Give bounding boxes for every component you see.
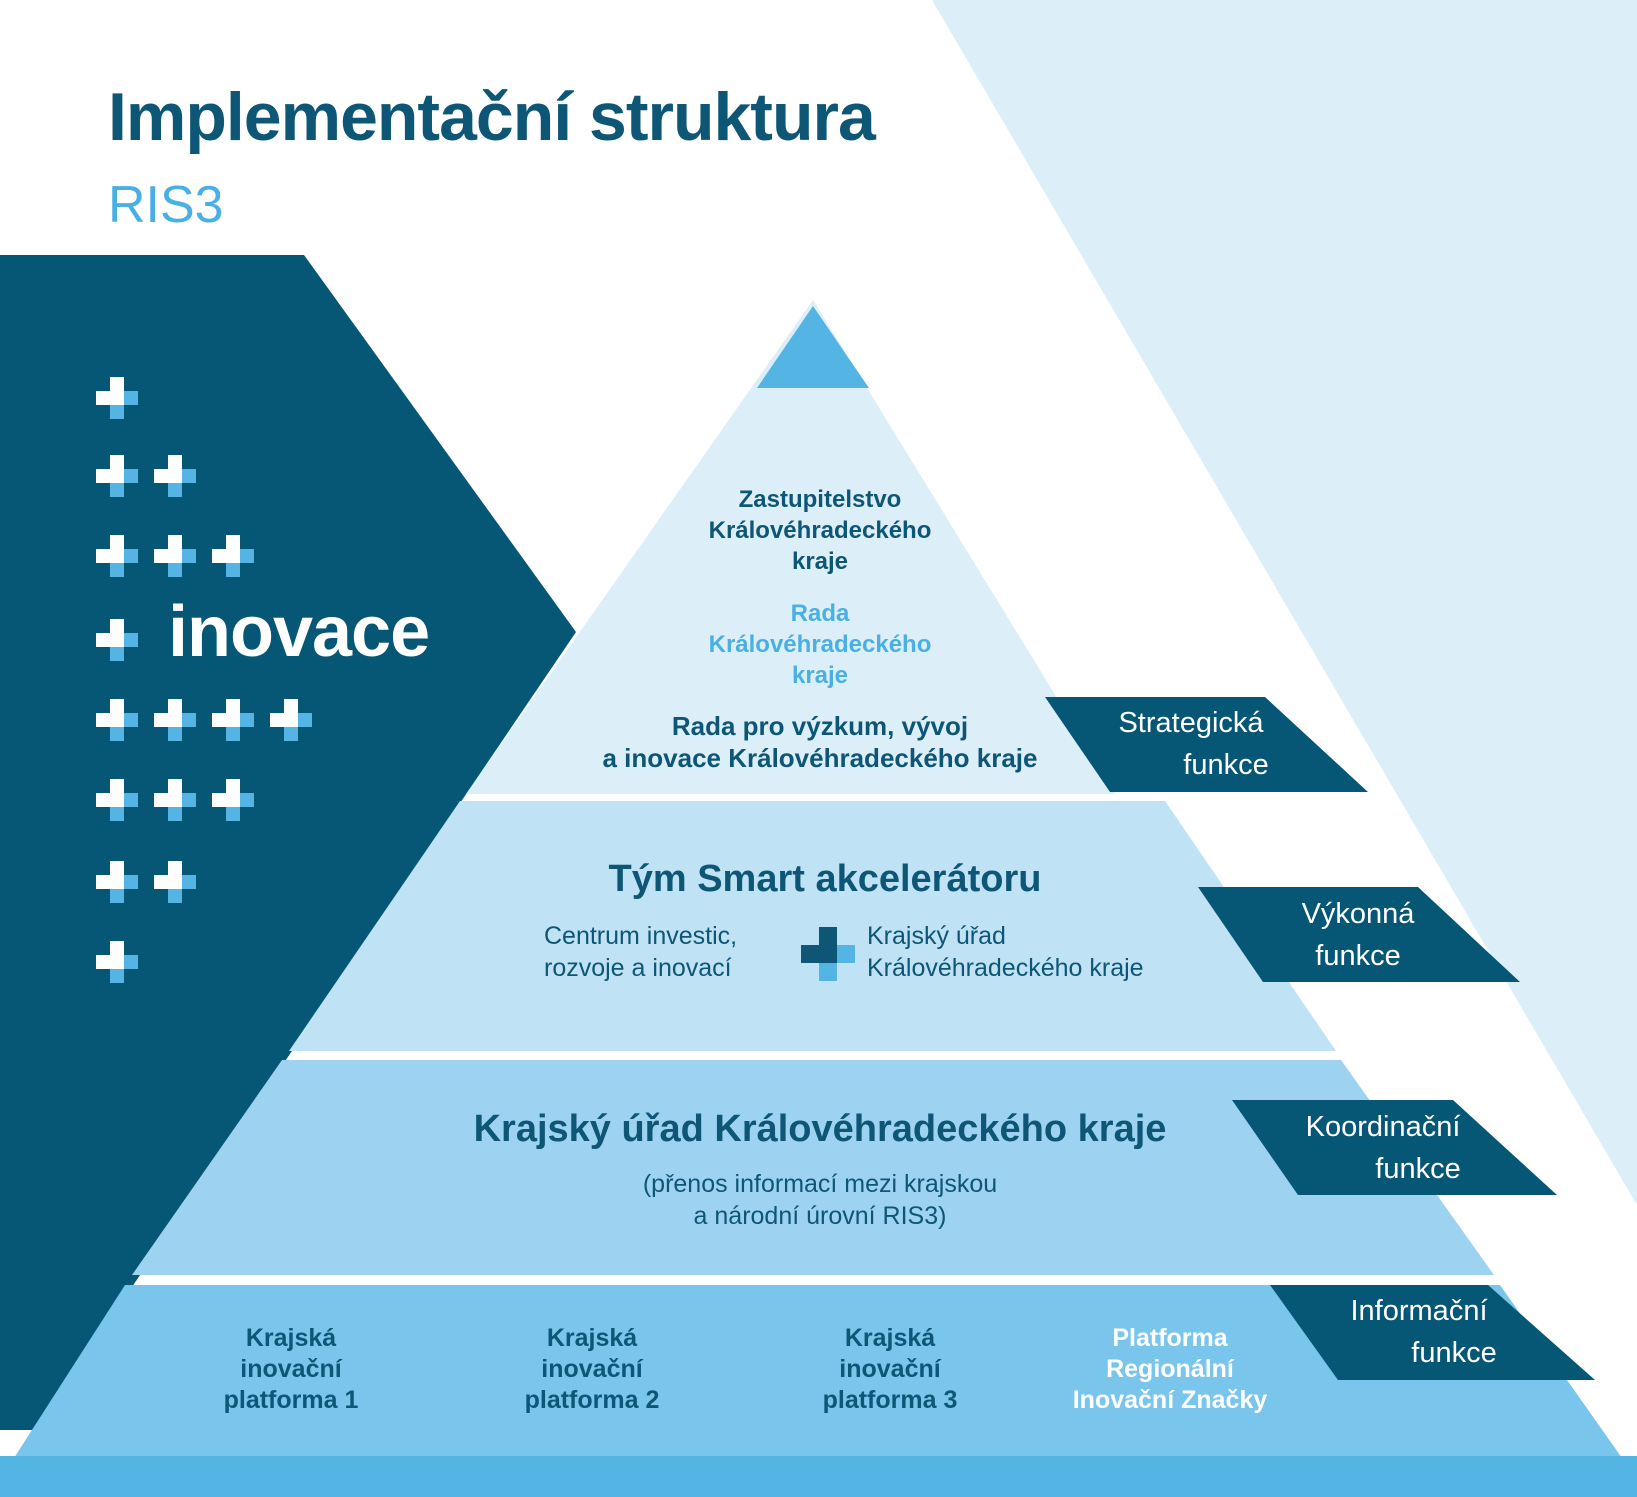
pyramid-tier-executive — [289, 801, 1336, 1051]
text-line: kraje — [791, 548, 849, 575]
text-line: rozvoje a inovací — [544, 954, 732, 982]
plus-icon — [212, 779, 254, 821]
text-line: Královéhradeckého kraje — [867, 954, 1144, 982]
text-line: inovační — [240, 1355, 342, 1383]
text-line: platforma 1 — [223, 1386, 359, 1414]
text-line: Rada pro výzkum, vývoj — [671, 711, 969, 741]
plus-icon — [154, 861, 196, 903]
pyramid-tier-strategic — [466, 300, 1116, 794]
text-line: (přenos informací mezi krajskou — [642, 1170, 998, 1198]
function-tag-information: Informační funkce — [1304, 1290, 1534, 1374]
plus-icon — [96, 619, 138, 661]
plus-icon — [96, 699, 138, 741]
text-line: Královéhradeckého — [708, 631, 932, 658]
text-line: Koordinační — [1305, 1111, 1461, 1143]
plus-icon — [96, 377, 138, 419]
pyramid-tier-coordination — [132, 1060, 1494, 1275]
text-line: kraje — [791, 662, 849, 689]
text-line: funkce — [1183, 749, 1269, 781]
tier-coordination-note: (přenos informací mezi krajskou a národn… — [480, 1168, 1160, 1232]
text-line: funkce — [1375, 1153, 1461, 1185]
function-tag-executive: Výkonná funkce — [1243, 893, 1473, 977]
tier-strategic-council: Rada Královéhradeckého kraje — [540, 598, 1100, 691]
function-tag-coordination: Koordinační funkce — [1268, 1106, 1498, 1190]
text-line: Regionální — [1106, 1355, 1234, 1383]
text-line: funkce — [1315, 940, 1401, 972]
text-line: a inovace Královéhradeckého kraje — [602, 743, 1038, 773]
text-line: inovační — [541, 1355, 643, 1383]
platform-1: Krajská inovační platforma 1 — [161, 1323, 421, 1416]
plus-icon — [96, 455, 138, 497]
text-line: Informační — [1350, 1295, 1488, 1327]
page-subtitle: RIS3 — [108, 176, 224, 234]
tier-executive-right: Krajský úřad Královéhradeckého kraje — [867, 920, 1144, 984]
function-tag-strategic-bg — [1045, 697, 1368, 792]
text-line: Královéhradeckého — [708, 517, 932, 544]
text-line: funkce — [1411, 1337, 1497, 1369]
plus-icon — [154, 535, 196, 577]
plus-icon — [212, 699, 254, 741]
text-line: platforma 2 — [524, 1386, 660, 1414]
text-line: Strategická — [1118, 707, 1264, 739]
text-line: Platforma — [1112, 1324, 1228, 1352]
function-tag-coordination-bg — [1232, 1100, 1557, 1195]
plus-pattern — [96, 377, 312, 983]
text-line: Rada — [790, 600, 850, 627]
text-line: inovační — [839, 1355, 941, 1383]
brand-logo-text: inovace — [168, 592, 430, 672]
text-line: Zastupitelstvo — [738, 486, 902, 513]
tier-executive-left: Centrum investic, rozvoje a inovací — [544, 920, 737, 984]
plus-icon — [154, 779, 196, 821]
text-line: platforma 3 — [822, 1386, 958, 1414]
plus-icon — [96, 535, 138, 577]
platform-3: Krajská inovační platforma 3 — [760, 1323, 1020, 1416]
tier-strategic-assembly: Zastupitelstvo Královéhradeckého kraje — [540, 484, 1100, 577]
plus-icon — [96, 941, 138, 983]
plus-icon — [154, 699, 196, 741]
function-tag-information-bg — [1270, 1285, 1595, 1380]
text-line: Krajský úřad — [867, 922, 1006, 950]
tier-strategic-research-council: Rada pro výzkum, vývoj a inovace Králové… — [500, 710, 1140, 774]
text-line: Centrum investic, — [544, 922, 738, 950]
plus-icon — [270, 699, 312, 741]
text-line: Krajská — [844, 1324, 936, 1352]
pyramid-tier-information — [14, 1285, 1622, 1458]
tier-coordination-title: Krajský úřad Královéhradeckého kraje — [473, 1108, 1167, 1150]
platform-regional-brand: Platforma Regionální Inovační Značky — [1040, 1323, 1300, 1416]
tier-executive-title: Tým Smart akcelerátoru — [608, 858, 1042, 900]
text-line: Krajská — [245, 1324, 337, 1352]
function-tag-executive-bg — [1198, 887, 1520, 982]
plus-icon — [96, 861, 138, 903]
pyramid-apex — [757, 306, 869, 388]
platform-2: Krajská inovační platforma 2 — [462, 1323, 722, 1416]
plus-sign-icon — [801, 927, 855, 981]
text-line: a národní úrovní RIS3) — [693, 1202, 947, 1230]
text-line: Krajská — [546, 1324, 638, 1352]
plus-icon — [96, 779, 138, 821]
function-tag-strategic: Strategická funkce — [1076, 702, 1306, 786]
page-title: Implementační struktura — [108, 79, 876, 155]
text-line: Inovační Značky — [1072, 1386, 1268, 1414]
base-band — [0, 1456, 1637, 1497]
plus-icon — [154, 455, 196, 497]
plus-icon — [212, 535, 254, 577]
background-triangle — [932, 0, 1637, 1205]
side-band — [0, 255, 576, 1430]
text-line: Výkonná — [1301, 898, 1415, 930]
